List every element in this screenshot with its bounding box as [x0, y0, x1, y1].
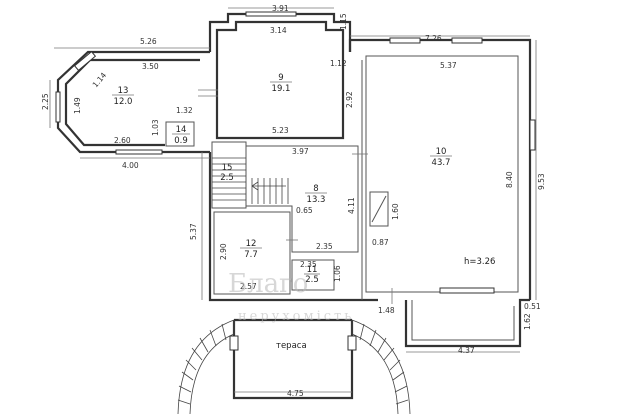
room-11-area: 2.5: [305, 275, 319, 285]
watermark-line-1: Благо: [228, 269, 308, 299]
window: [389, 37, 421, 44]
dim-0-87: 0.87: [372, 238, 389, 247]
wall-room-9-inner: [215, 20, 345, 140]
dim-2-60: 2.60: [114, 136, 131, 145]
room-12-number: 12: [246, 239, 257, 249]
room-14-number: 14: [176, 125, 187, 135]
room-10-area: 43.7: [432, 158, 451, 168]
stairs-room-15: [212, 157, 246, 201]
wall-room-12: [213, 211, 291, 295]
window: [115, 149, 163, 155]
terrace-steps-right: [351, 319, 411, 414]
dim-4-37: 4.37: [458, 346, 475, 355]
dim-5-37-left: 5.37: [189, 223, 198, 240]
terrace-pillar: [229, 335, 239, 351]
dim-0-51: 0.51: [524, 302, 541, 311]
room-11-number: 11: [307, 265, 318, 275]
window: [451, 37, 483, 44]
wall-room-11: [291, 259, 335, 291]
terrace-steps-left: [177, 319, 235, 414]
dim-1-06: 1.06: [333, 265, 342, 282]
window: [73, 50, 97, 72]
room-15-area: 2.5: [220, 173, 234, 183]
dim-0-65: 0.65: [296, 206, 313, 215]
dim-1-15: 1.15: [339, 13, 348, 30]
dim-1-14: 1.14: [91, 71, 109, 90]
dim-9-53: 9.53: [537, 173, 546, 190]
dim-5-26: 5.26: [140, 37, 157, 46]
dim-3-97: 3.97: [292, 147, 309, 156]
dim-3-50: 3.50: [142, 62, 159, 71]
dim-5-37-top: 5.37: [440, 61, 457, 70]
wall-room-13-inner: [64, 58, 200, 147]
dim-4-75: 4.75: [287, 389, 304, 398]
room-9-area: 19.1: [272, 84, 291, 94]
dim-2-57: 2.57: [240, 282, 257, 291]
column-cross: [371, 195, 387, 223]
room-13-area: 12.0: [114, 97, 133, 107]
door-marks: [198, 89, 393, 304]
terrace-outline: [232, 320, 354, 400]
column: [369, 191, 389, 227]
ceiling-height-label: h=3.26: [464, 257, 495, 267]
dim-2-35-b: 2.35: [300, 260, 317, 269]
watermark-line-2: нерухомість: [238, 309, 354, 324]
wall-room-14: [165, 121, 195, 147]
room-8-number: 8: [313, 184, 318, 194]
room-14-area: 0.9: [174, 136, 188, 146]
room-13-number: 13: [118, 86, 129, 96]
dim-3-91: 3.91: [272, 4, 289, 13]
dim-1-32: 1.32: [176, 106, 193, 115]
dim-1-03: 1.03: [151, 119, 160, 136]
terrace-pillar: [347, 335, 357, 351]
room-12-area: 7.7: [244, 250, 258, 260]
terrace-label: тераса: [276, 341, 307, 351]
dim-5-23: 5.23: [272, 126, 289, 135]
dim-1-62: 1.62: [523, 313, 532, 330]
dim-4-00: 4.00: [122, 161, 139, 170]
wall-top: [348, 38, 532, 300]
dimension-lines: [49, 7, 537, 393]
dim-1-48: 1.48: [378, 306, 395, 315]
window: [55, 91, 61, 123]
wall-annex: [404, 298, 530, 348]
room-15-number: 15: [222, 163, 233, 173]
room-8-area: 13.3: [307, 195, 326, 205]
dim-1-49: 1.49: [73, 97, 82, 114]
window: [529, 119, 536, 151]
dim-2-92: 2.92: [345, 91, 354, 108]
wall-left: [208, 152, 378, 302]
wall-annex-inner: [411, 300, 515, 341]
room-10-number: 10: [436, 147, 447, 157]
dim-2-25: 2.25: [41, 93, 50, 110]
dim-1-12: 1.12: [330, 59, 347, 68]
wall-room-8: [245, 145, 359, 253]
stairs-room-8: [251, 178, 289, 204]
dim-4-11: 4.11: [347, 197, 356, 214]
dim-3-14: 3.14: [270, 26, 287, 35]
window: [439, 287, 495, 294]
dim-8-40: 8.40: [505, 171, 514, 188]
room-9-number: 9: [278, 73, 283, 83]
dim-7-26: 7.26: [425, 34, 442, 43]
dim-1-60: 1.60: [391, 203, 400, 220]
window: [245, 11, 297, 17]
dim-2-35-a: 2.35: [316, 242, 333, 251]
dim-2-90: 2.90: [219, 243, 228, 260]
